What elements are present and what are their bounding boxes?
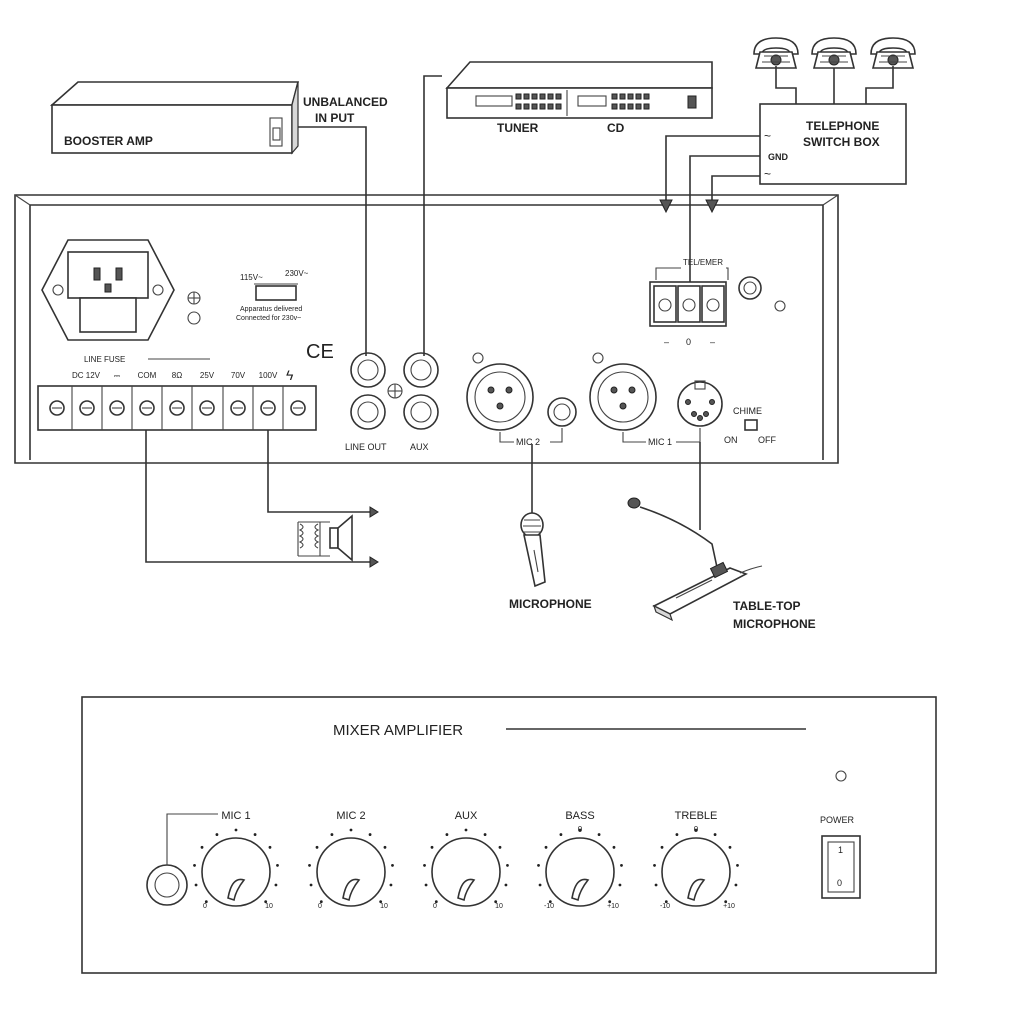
handheld-microphone xyxy=(520,512,546,588)
table-mic-din-socket[interactable] xyxy=(677,380,723,427)
switch-box-label-2: SWITCH BOX xyxy=(803,135,880,149)
table-top-label-1: TABLE-TOP xyxy=(733,599,801,613)
mic2-label: MIC 2 xyxy=(516,437,540,447)
tuner-cd-unit: TUNER CD xyxy=(445,61,713,135)
knob-label: TREBLE xyxy=(675,810,718,822)
knob-max-label: 10 xyxy=(265,903,273,910)
telephone-icon xyxy=(870,37,916,69)
telephone-icon xyxy=(811,37,857,69)
tel-emer-terminal[interactable] xyxy=(649,281,727,327)
front-mic-jack[interactable] xyxy=(146,864,188,906)
mic1-label: MIC 1 xyxy=(648,437,672,447)
tel-polarity-minus-right: – xyxy=(710,337,715,347)
mic1-xlr-input[interactable] xyxy=(589,352,657,431)
knob-bass[interactable]: BASS0-10+10 xyxy=(537,810,623,910)
knob-max-label: +10 xyxy=(723,903,735,910)
voltage-230-label: 230V~ xyxy=(285,269,309,278)
power-inlet xyxy=(41,239,201,341)
speaker-terminal-block xyxy=(37,385,317,431)
telephone-switch-box: TELEPHONE SWITCH BOX ~ GND ~ xyxy=(759,103,907,185)
table-top-label-2: MICROPHONE xyxy=(733,617,816,631)
knob-max-label: +10 xyxy=(607,903,619,910)
rear-panel: 115V~ 230V~ Apparatus delivered Connecte… xyxy=(14,194,839,464)
apparatus-note-2: Connected for 230v~ xyxy=(236,315,301,322)
power-indicator-led xyxy=(835,770,847,782)
tel-emer-label: TEL/EMER xyxy=(683,258,723,267)
tel-polarity-minus-left: – xyxy=(664,337,669,347)
tel-polarity-zero: 0 xyxy=(686,337,691,347)
terminal-label: 25V xyxy=(200,371,215,380)
switch-box-tilde-1: ~ xyxy=(764,129,771,143)
knob-mic-1[interactable]: MIC 1 0 10 xyxy=(193,810,279,910)
knob-mic-2[interactable]: MIC 2 0 10 xyxy=(308,810,394,910)
knob-max-label: 10 xyxy=(380,903,388,910)
line-out-jack-top[interactable] xyxy=(350,352,386,388)
knob-min-label: -10 xyxy=(544,903,554,910)
switch-box-gnd: GND xyxy=(768,152,789,162)
voltage-selector-switch[interactable] xyxy=(255,285,297,301)
booster-amp-label: BOOSTER AMP xyxy=(64,134,153,148)
power-label: POWER xyxy=(820,815,855,825)
knob-aux[interactable]: AUX 0 10 xyxy=(423,810,509,910)
switch-box-label-1: TELEPHONE xyxy=(806,119,879,133)
chime-on-label: ON xyxy=(724,435,738,445)
aux-jack-bottom[interactable] xyxy=(403,394,439,430)
knob-label: MIC 2 xyxy=(336,810,365,822)
chime-switch[interactable] xyxy=(744,419,758,431)
power-off-mark: 0 xyxy=(837,878,842,888)
knob-label: BASS xyxy=(565,810,594,822)
voltage-115-label: 115V~ xyxy=(240,273,263,282)
aux-jack-top[interactable] xyxy=(403,352,439,388)
knob-min-label: 0 xyxy=(203,903,207,910)
knob-min-label: -10 xyxy=(660,903,670,910)
tuner-label: TUNER xyxy=(497,121,539,135)
power-on-mark: 1 xyxy=(838,845,843,855)
switch-box-tilde-2: ~ xyxy=(764,167,771,181)
terminal-label: 100V xyxy=(259,371,278,380)
terminal-label: 8Ω xyxy=(172,371,182,380)
knob-max-label: 10 xyxy=(495,903,503,910)
unbalanced-input-label-2: IN PUT xyxy=(315,111,355,125)
line-out-jacks: LINE OUT AUX xyxy=(345,352,439,452)
tel-level-pot[interactable] xyxy=(738,276,762,300)
terminal-label: COM xyxy=(138,371,157,380)
unbalanced-input-label-1: UNBALANCED xyxy=(303,95,388,109)
mic2-xlr-input[interactable] xyxy=(466,352,534,431)
knob-min-label: 0 xyxy=(433,903,437,910)
power-switch[interactable]: 1 0 xyxy=(821,835,861,899)
terminal-labels: DC 12V ⎓ COM 8Ω 25V 70V 100V xyxy=(72,371,278,380)
hazard-icon: ϟ xyxy=(286,367,294,383)
line-out-jack-bottom[interactable] xyxy=(350,394,386,430)
telephones xyxy=(753,37,916,69)
mic2-jack[interactable] xyxy=(547,397,577,427)
terminal-label: 70V xyxy=(231,371,246,380)
table-top-microphone xyxy=(627,497,763,622)
knob-label: MIC 1 xyxy=(221,810,250,822)
chime-label: CHIME xyxy=(733,406,762,416)
knob-label: AUX xyxy=(455,810,478,822)
cd-label: CD xyxy=(607,121,625,135)
front-panel-title: MIXER AMPLIFIER xyxy=(333,722,463,739)
ground-icon xyxy=(187,311,201,325)
knob-min-label: 0 xyxy=(318,903,322,910)
terminal-label: ⎓ xyxy=(114,371,121,380)
knob-treble[interactable]: TREBLE0-10+10 xyxy=(653,810,739,910)
aux-label: AUX xyxy=(410,442,429,452)
line-out-label: LINE OUT xyxy=(345,442,387,452)
apparatus-note-1: Apparatus delivered xyxy=(240,306,302,313)
line-fuse-label: LINE FUSE xyxy=(84,355,125,364)
chime-off-label: OFF xyxy=(758,435,776,445)
booster-amp: BOOSTER AMP xyxy=(49,81,300,155)
ce-mark: CE xyxy=(306,341,334,363)
microphone-label: MICROPHONE xyxy=(509,597,592,611)
speaker-transformer-icon xyxy=(297,514,353,562)
tuner-buttons xyxy=(515,93,562,110)
terminal-label: DC 12V xyxy=(72,371,101,380)
telephone-icon xyxy=(753,37,799,69)
cd-buttons xyxy=(611,93,697,110)
